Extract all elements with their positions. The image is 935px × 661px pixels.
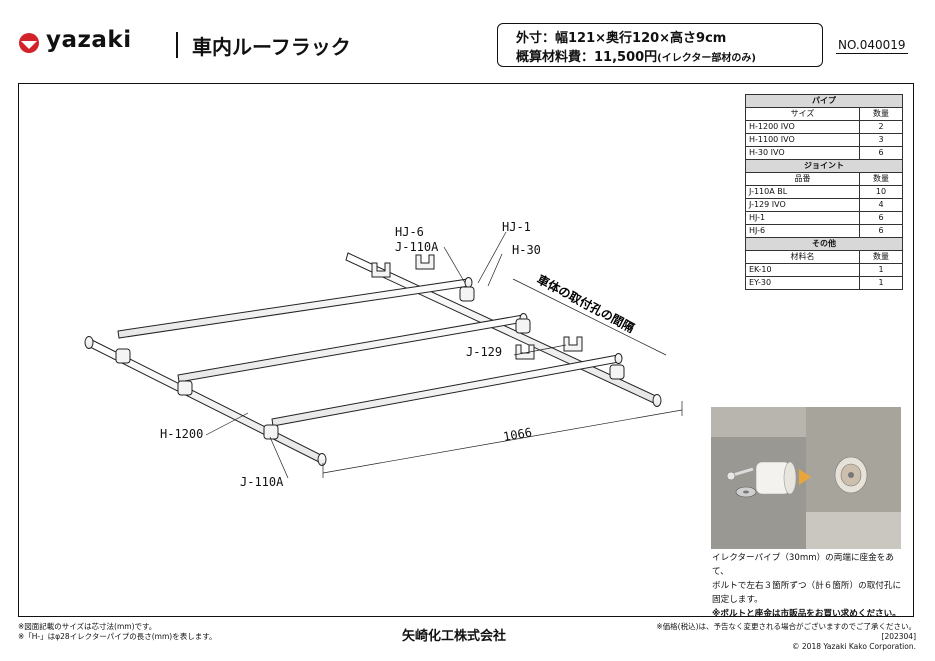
part-name: EY-30 <box>745 276 860 290</box>
part-qty: 6 <box>859 211 903 225</box>
col-material: 材料名 <box>745 250 860 264</box>
title-divider <box>176 32 178 58</box>
pipe-h1100-3 <box>271 354 620 427</box>
part-qty: 1 <box>859 263 903 277</box>
mounting-photo <box>711 407 901 549</box>
spec-cost: 概算材料費：11,500円(イレクター部材のみ) <box>516 46 756 65</box>
col-part-no: 品番 <box>745 172 860 186</box>
part-name: H-1100 IVO <box>745 133 860 147</box>
joint-j110a <box>263 424 279 440</box>
arrow-icon <box>799 469 811 485</box>
joint-j110a <box>115 348 131 364</box>
caption-line: イレクターパイプ（30mm）の両端に座金をあて、 <box>712 553 894 577</box>
spec-box: 外寸：幅121×奥行120×高さ9cm 概算材料費：11,500円(イレクター部… <box>497 23 823 67</box>
part-qty: 6 <box>859 146 903 160</box>
joint-hj1 <box>459 286 475 302</box>
yazaki-logo: yazaki <box>18 27 178 58</box>
pipe-end <box>464 277 473 288</box>
label-j129: J-129 <box>466 345 502 359</box>
part-name: EK-10 <box>745 263 860 277</box>
rack-drawing: HJ-6 J-110A HJ-1 H-30 J-129 H-1200 J-110… <box>84 220 683 489</box>
section-title-joint: ジョイント <box>745 159 903 173</box>
dimension-lines <box>322 278 683 478</box>
pipe-end <box>84 336 94 349</box>
part-name: J-129 IVO <box>745 198 860 212</box>
section-title-other: その他 <box>745 237 903 251</box>
col-qty: 数量 <box>859 172 903 186</box>
spec-cost-main: 概算材料費：11,500円 <box>516 50 658 65</box>
part-qty: 3 <box>859 133 903 147</box>
copyright: © 2018 Yazaki Kako Corporation. <box>792 642 916 651</box>
caption-note: ※ボルトと座金は市販品をお買い求めください。 <box>712 609 901 619</box>
spec-cost-note: (イレクター部材のみ) <box>657 53 756 64</box>
part-name: H-1200 IVO <box>745 120 860 134</box>
pipe-end <box>317 453 327 466</box>
label-h1200: H-1200 <box>160 427 203 441</box>
label-dim-1066: 1066 <box>502 425 533 444</box>
part-qty: 1 <box>859 276 903 290</box>
document-number: NO.040019 <box>836 38 908 54</box>
pipe-end <box>614 353 623 364</box>
joint-hj1 <box>515 318 531 334</box>
leader-lines <box>205 231 567 479</box>
section-title-pipe: パイプ <box>745 94 903 108</box>
part-name: J-110A BL <box>745 185 860 199</box>
caption-line: 固定します。 <box>712 595 763 605</box>
caption-line: ボルトで左右３箇所ずつ（計６箇所）の取付孔に <box>712 581 902 591</box>
yazaki-logo-mark-icon <box>19 33 39 53</box>
part-name: H-30 IVO <box>745 146 860 160</box>
clips-j129 <box>371 254 583 360</box>
pipes <box>84 252 662 466</box>
joint-j110a <box>177 380 193 396</box>
label-hj6: HJ-6 <box>395 225 424 239</box>
footer-notes: ※図面記載のサイズは芯寸法(mm)です。 ※「H-」はφ28イレクターパイプの長… <box>18 622 216 642</box>
spec-dimensions: 外寸：幅121×奥行120×高さ9cm <box>516 31 727 46</box>
part-qty: 10 <box>859 185 903 199</box>
part-qty: 6 <box>859 224 903 238</box>
part-name: HJ-1 <box>745 211 860 225</box>
label-hj1: HJ-1 <box>502 220 531 234</box>
col-qty: 数量 <box>859 250 903 264</box>
joints <box>115 286 625 440</box>
pipe-h1100-1 <box>117 278 470 339</box>
footer-note: ※図面記載のサイズは芯寸法(mm)です。 <box>18 622 157 631</box>
joint-hj1 <box>609 364 625 380</box>
brand-name: yazaki <box>46 27 132 53</box>
price-note: ※価格(税込)は、予告なく変更される場合がございますのでご了承ください。[202… <box>656 622 916 641</box>
footer-legal: ※価格(税込)は、予告なく変更される場合がございますのでご了承ください。[202… <box>630 622 916 652</box>
label-j110a-bottom: J-110A <box>240 475 284 489</box>
col-qty: 数量 <box>859 107 903 121</box>
label-hole-spacing: 車体の取付孔の間隔 <box>535 271 637 335</box>
mounting-caption: イレクターパイプ（30mm）の両端に座金をあて、 ボルトで左右３箇所ずつ（計６箇… <box>712 551 908 621</box>
pipe-end <box>652 394 662 407</box>
label-j110a-top: J-110A <box>395 240 439 254</box>
part-qty: 4 <box>859 198 903 212</box>
drawing-frame <box>18 83 914 617</box>
col-size: サイズ <box>745 107 860 121</box>
company-name: 矢崎化工株式会社 <box>402 629 507 644</box>
page-title: 車内ルーフラック <box>192 35 351 59</box>
label-h30: H-30 <box>512 243 541 257</box>
part-qty: 2 <box>859 120 903 134</box>
part-name: HJ-6 <box>745 224 860 238</box>
footer-note: ※「H-」はφ28イレクターパイプの長さ(mm)を表します。 <box>18 632 217 641</box>
